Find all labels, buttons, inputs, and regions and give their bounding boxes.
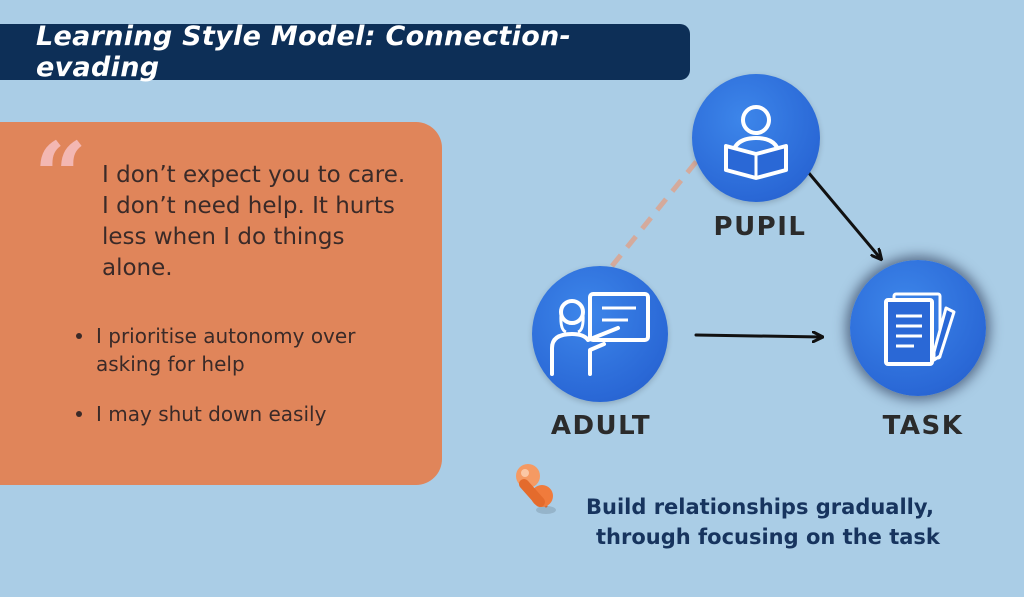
teacher-at-board-icon <box>550 292 650 376</box>
pushpin-icon <box>516 464 556 514</box>
adult-label: ADULT <box>550 411 652 441</box>
document-pen-icon <box>884 292 956 366</box>
bullet-list: I prioritise autonomy over asking for he… <box>74 322 414 450</box>
bullet-item: I prioritise autonomy over asking for he… <box>74 322 414 378</box>
title-bar: Learning Style Model: Connection-evading <box>0 21 690 83</box>
quote-text: I don’t expect you to care. I don’t need… <box>102 162 406 281</box>
page-title: Learning Style Model: Connection-evading <box>36 21 572 83</box>
caption: Build relationships gradually, through f… <box>586 492 986 552</box>
bullet-dot-icon <box>76 333 82 339</box>
task-node <box>850 260 986 396</box>
bullet-text: I may shut down easily <box>96 402 327 426</box>
task-label: TASK <box>882 411 964 441</box>
caption-line-1: Build relationships gradually, <box>586 495 934 519</box>
bullet-dot-icon <box>76 411 82 417</box>
caption-line-2: through focusing on the task <box>596 525 940 549</box>
adult-node <box>532 266 668 402</box>
edge-adult-pupil <box>610 155 702 268</box>
bullet-item: I may shut down easily <box>74 400 414 428</box>
edge-adult-task <box>694 335 822 337</box>
quote-panel <box>0 122 442 485</box>
quote-mark-icon: “ <box>34 122 87 230</box>
bullet-text: I prioritise autonomy over asking for he… <box>96 324 356 376</box>
pupil-label: PUPIL <box>713 212 807 242</box>
reading-person-icon <box>724 105 788 180</box>
pupil-node <box>692 74 820 202</box>
